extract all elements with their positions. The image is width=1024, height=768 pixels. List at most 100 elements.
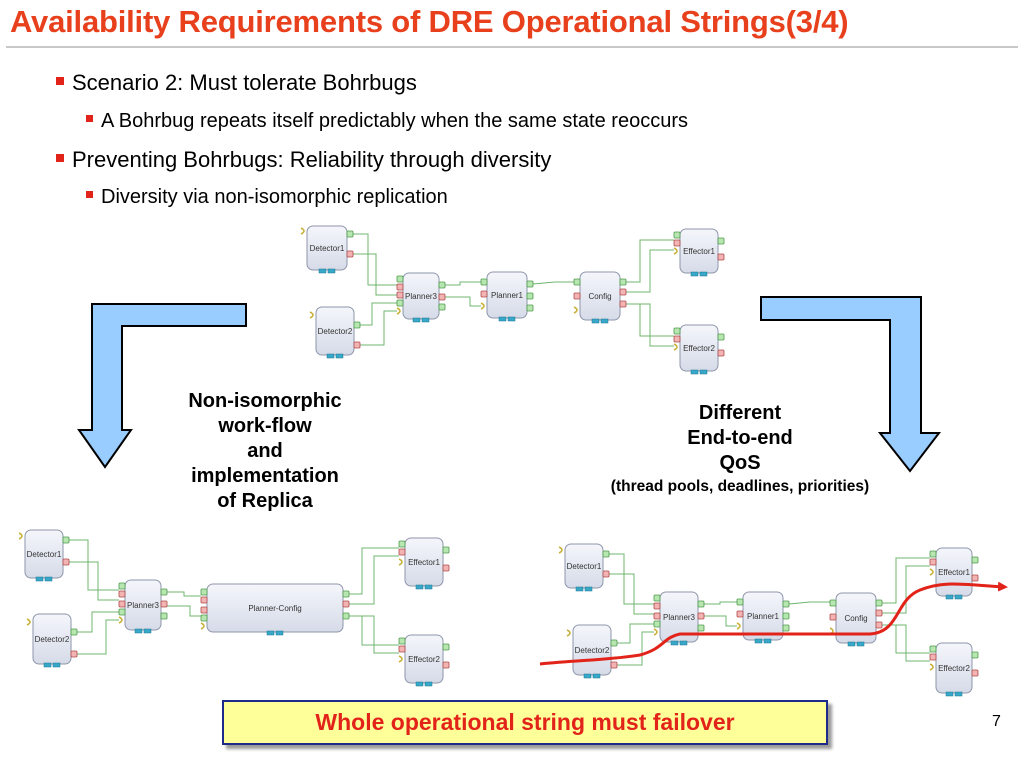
facet-port-icon xyxy=(573,306,578,314)
component-foot-icon xyxy=(143,628,152,634)
left-caption-line: work-flow xyxy=(218,415,312,437)
component-foot-icon xyxy=(584,586,593,592)
event-port-icon xyxy=(70,650,78,658)
event-port-icon xyxy=(438,293,446,301)
receptacle-port-icon xyxy=(342,612,350,620)
component-detector2: Detector2 xyxy=(26,613,78,668)
event-port-icon xyxy=(673,239,681,247)
receptacle-port-icon xyxy=(200,614,208,622)
receptacle-port-icon xyxy=(653,620,661,628)
component-foot-icon xyxy=(754,638,763,644)
facet-port-icon xyxy=(566,629,571,637)
receptacle-port-icon xyxy=(118,582,126,590)
component-label: Config xyxy=(588,292,611,301)
component-effector1: Effector1 xyxy=(398,537,450,590)
component-label: Detector2 xyxy=(575,646,610,655)
component-foot-icon xyxy=(847,641,856,647)
component-box xyxy=(935,642,973,694)
event-port-icon xyxy=(717,253,725,261)
component-box xyxy=(24,529,64,579)
component-detector1: Detector1 xyxy=(558,543,610,592)
component-foot-icon xyxy=(600,318,609,324)
connection-wire xyxy=(77,611,119,633)
connection-wire xyxy=(349,547,399,595)
component-planner1: Planner1 xyxy=(736,591,790,644)
connection-wire xyxy=(77,619,119,655)
receptacle-port-icon xyxy=(438,281,446,289)
event-port-icon xyxy=(118,600,126,608)
receptacle-port-icon xyxy=(875,599,883,607)
connection-wire xyxy=(349,615,399,654)
component-planner1: Planner1 xyxy=(480,271,534,322)
event-port-icon xyxy=(971,574,979,582)
facet-port-icon xyxy=(673,343,678,351)
receptacle-port-icon xyxy=(697,600,705,608)
component-planner3: Planner3 xyxy=(653,591,705,646)
component-foot-icon xyxy=(134,628,143,634)
receptacle-port-icon xyxy=(526,280,534,288)
component-label: Effector1 xyxy=(938,568,970,577)
connection-wire xyxy=(69,561,119,601)
receptacle-port-icon xyxy=(717,333,725,341)
receptacle-port-icon xyxy=(480,278,488,286)
receptacle-port-icon xyxy=(160,588,168,596)
receptacle-port-icon xyxy=(782,612,790,620)
facet-port-icon xyxy=(480,302,485,310)
receptacle-port-icon xyxy=(717,237,725,245)
component-foot-icon xyxy=(954,691,963,697)
event-port-icon xyxy=(118,590,126,598)
connection-wire xyxy=(617,631,654,666)
connection-wire xyxy=(609,573,654,615)
left-caption-line: of Replica xyxy=(217,490,313,512)
facet-port-icon xyxy=(673,247,678,255)
connection-wire xyxy=(445,281,481,286)
receptacle-port-icon xyxy=(118,608,126,616)
facet-port-icon xyxy=(300,227,305,235)
event-port-icon xyxy=(573,292,581,300)
receptacle-port-icon xyxy=(602,550,610,558)
component-label: Effector2 xyxy=(683,344,715,353)
facet-port-icon xyxy=(398,655,403,663)
component-box xyxy=(564,543,604,589)
component-detector1: Detector1 xyxy=(18,529,70,582)
event-port-icon xyxy=(346,250,354,258)
event-port-icon xyxy=(653,612,661,620)
facet-port-icon xyxy=(653,628,658,636)
connection-wire xyxy=(167,605,201,617)
component-label: Detector2 xyxy=(318,327,353,336)
component-foot-icon xyxy=(954,594,963,600)
component-label: Effector2 xyxy=(938,664,970,673)
component-foot-icon xyxy=(679,640,688,646)
component-foot-icon xyxy=(498,316,507,322)
component-foot-icon xyxy=(327,268,336,274)
event-port-icon xyxy=(200,596,208,604)
component-effector1: Effector1 xyxy=(673,228,725,277)
event-port-icon xyxy=(442,564,450,572)
component-label: Planner1 xyxy=(747,612,780,621)
facet-port-icon xyxy=(200,622,205,630)
component-box xyxy=(32,613,72,665)
bullet-preventing: Preventing Bohrbugs: Reliability through… xyxy=(56,147,551,173)
event-port-icon xyxy=(353,341,361,349)
receptacle-port-icon xyxy=(526,292,534,300)
component-foot-icon xyxy=(945,691,954,697)
connection-wire xyxy=(626,303,674,347)
right-caption-line: Different xyxy=(698,402,782,424)
receptacle-port-icon xyxy=(398,540,406,548)
connection-wire xyxy=(167,591,201,597)
connection-wire xyxy=(360,310,397,346)
connection-wire xyxy=(353,253,397,296)
component-label: Effector2 xyxy=(408,655,440,664)
receptacle-port-icon xyxy=(971,651,979,659)
component-foot-icon xyxy=(575,586,584,592)
receptacle-port-icon xyxy=(70,628,78,636)
component-foot-icon xyxy=(415,681,424,687)
component-foot-icon xyxy=(699,271,708,277)
component-foot-icon xyxy=(699,369,708,375)
component-effector2: Effector2 xyxy=(673,324,725,375)
component-box xyxy=(404,537,444,587)
component-foot-icon xyxy=(583,673,592,679)
connection-wire xyxy=(445,296,481,307)
receptacle-port-icon xyxy=(353,321,361,329)
receptacle-port-icon xyxy=(929,550,937,558)
